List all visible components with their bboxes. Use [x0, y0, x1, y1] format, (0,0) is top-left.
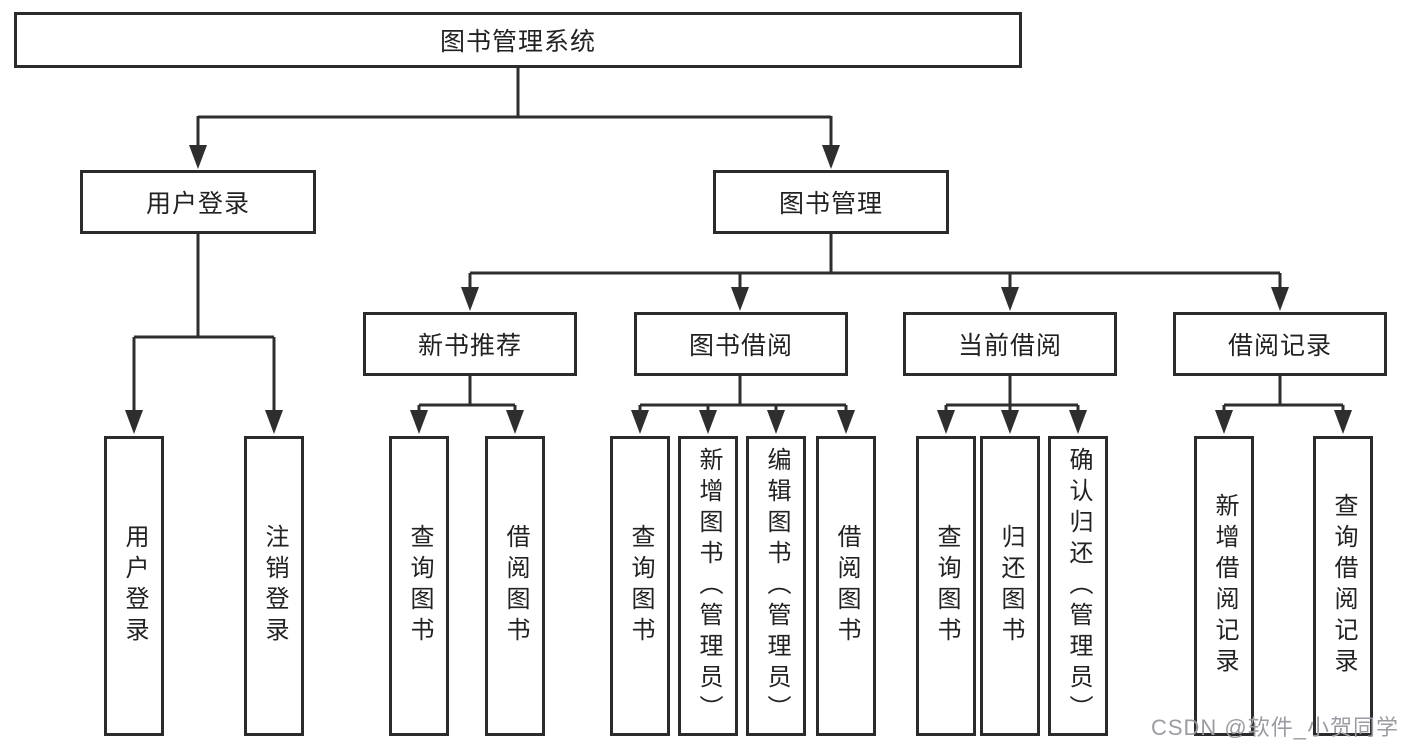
arrowhead-icon [937, 410, 955, 434]
node-root: 图书管理系统 [14, 12, 1022, 68]
node-current-borrowing: 当前借阅 [903, 312, 1117, 376]
connector-book-borrowing-to-leaves [631, 375, 855, 434]
leaf-add-books-admin: 新增图书（管理员） [678, 436, 738, 736]
arrowhead-icon [822, 145, 840, 169]
arrowhead-icon [631, 410, 649, 434]
node-borrowing-records: 借阅记录 [1173, 312, 1387, 376]
arrowhead-icon [1271, 287, 1289, 311]
arrowhead-icon [265, 410, 283, 434]
connector-user-login-to-leaves [125, 234, 283, 434]
leaf-query-borrowing-record: 查询借阅记录 [1313, 436, 1373, 736]
arrowhead-icon [1215, 410, 1233, 434]
arrowhead-icon [1001, 287, 1019, 311]
arrowhead-icon [731, 287, 749, 311]
leaf-borrow-books-borrowing: 借阅图书 [816, 436, 876, 736]
arrowhead-icon [1001, 410, 1019, 434]
connector-book-management-to-level3 [461, 234, 1289, 311]
node-new-book-recommendation: 新书推荐 [363, 312, 577, 376]
leaf-logout: 注销登录 [244, 436, 304, 736]
leaf-query-books-current: 查询图书 [916, 436, 976, 736]
leaf-add-borrowing-record: 新增借阅记录 [1194, 436, 1254, 736]
leaf-user-login: 用户登录 [104, 436, 164, 736]
node-user-login: 用户登录 [80, 170, 316, 234]
node-book-borrowing: 图书借阅 [634, 312, 848, 376]
node-book-management: 图书管理 [713, 170, 949, 234]
arrowhead-icon [506, 410, 524, 434]
arrowhead-icon [125, 410, 143, 434]
arrowhead-icon [410, 410, 428, 434]
arrowhead-icon [699, 410, 717, 434]
arrowhead-icon [837, 410, 855, 434]
arrowhead-icon [461, 287, 479, 311]
arrowhead-icon [767, 410, 785, 434]
connector-root-to-level2 [189, 68, 840, 169]
csdn-watermark: CSDN @软件_小贺同学 [1150, 715, 1399, 740]
connector-current-borrowing-to-leaves [937, 375, 1087, 434]
arrowhead-icon [1334, 410, 1352, 434]
connector-new-book-to-leaves [410, 375, 524, 434]
arrowhead-icon [189, 145, 207, 169]
leaf-confirm-return-admin: 确认归还（管理员） [1048, 436, 1108, 736]
leaf-return-books: 归还图书 [980, 436, 1040, 736]
leaf-borrow-books-recommend: 借阅图书 [485, 436, 545, 736]
connector-borrowing-records-to-leaves [1215, 375, 1352, 434]
leaf-query-books-borrowing: 查询图书 [610, 436, 670, 736]
arrowhead-icon [1069, 410, 1087, 434]
leaf-query-books-recommend: 查询图书 [389, 436, 449, 736]
leaf-edit-books-admin: 编辑图书（管理员） [746, 436, 806, 736]
